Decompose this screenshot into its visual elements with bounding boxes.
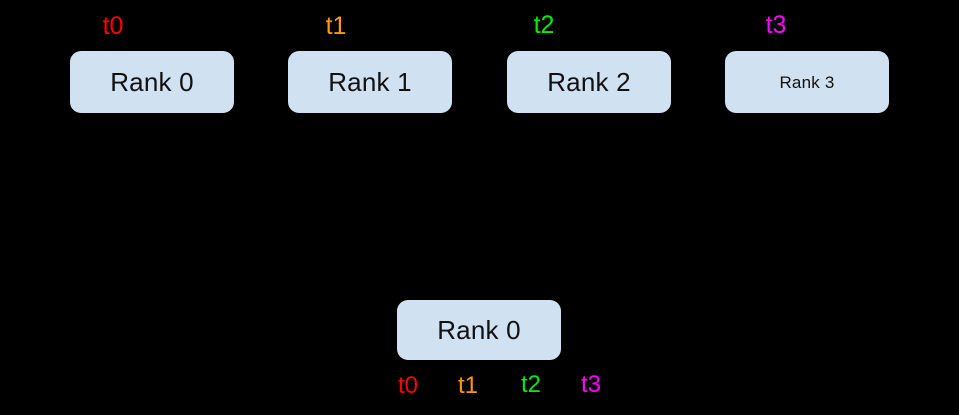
timestep-label-top-t0: t0 (102, 12, 124, 40)
rank-box-top-1[interactable]: Rank 1 (288, 51, 452, 113)
rank-box-top-0[interactable]: Rank 0 (70, 51, 234, 113)
timestep-label-top-t3: t3 (765, 11, 787, 39)
rank-box-top-3[interactable]: Rank 3 (725, 51, 889, 113)
timestep-label-top-t1: t1 (325, 12, 347, 40)
timestep-label-bottom-t2: t2 (520, 371, 542, 398)
timestep-label-bottom-t0: t0 (397, 372, 419, 399)
timestep-label-bottom-t1: t1 (457, 372, 479, 399)
timestep-label-bottom-t3: t3 (580, 371, 602, 398)
rank-box-bottom-0[interactable]: Rank 0 (397, 300, 561, 360)
timestep-label-top-t2: t2 (533, 11, 555, 39)
rank-box-top-2[interactable]: Rank 2 (507, 51, 671, 113)
